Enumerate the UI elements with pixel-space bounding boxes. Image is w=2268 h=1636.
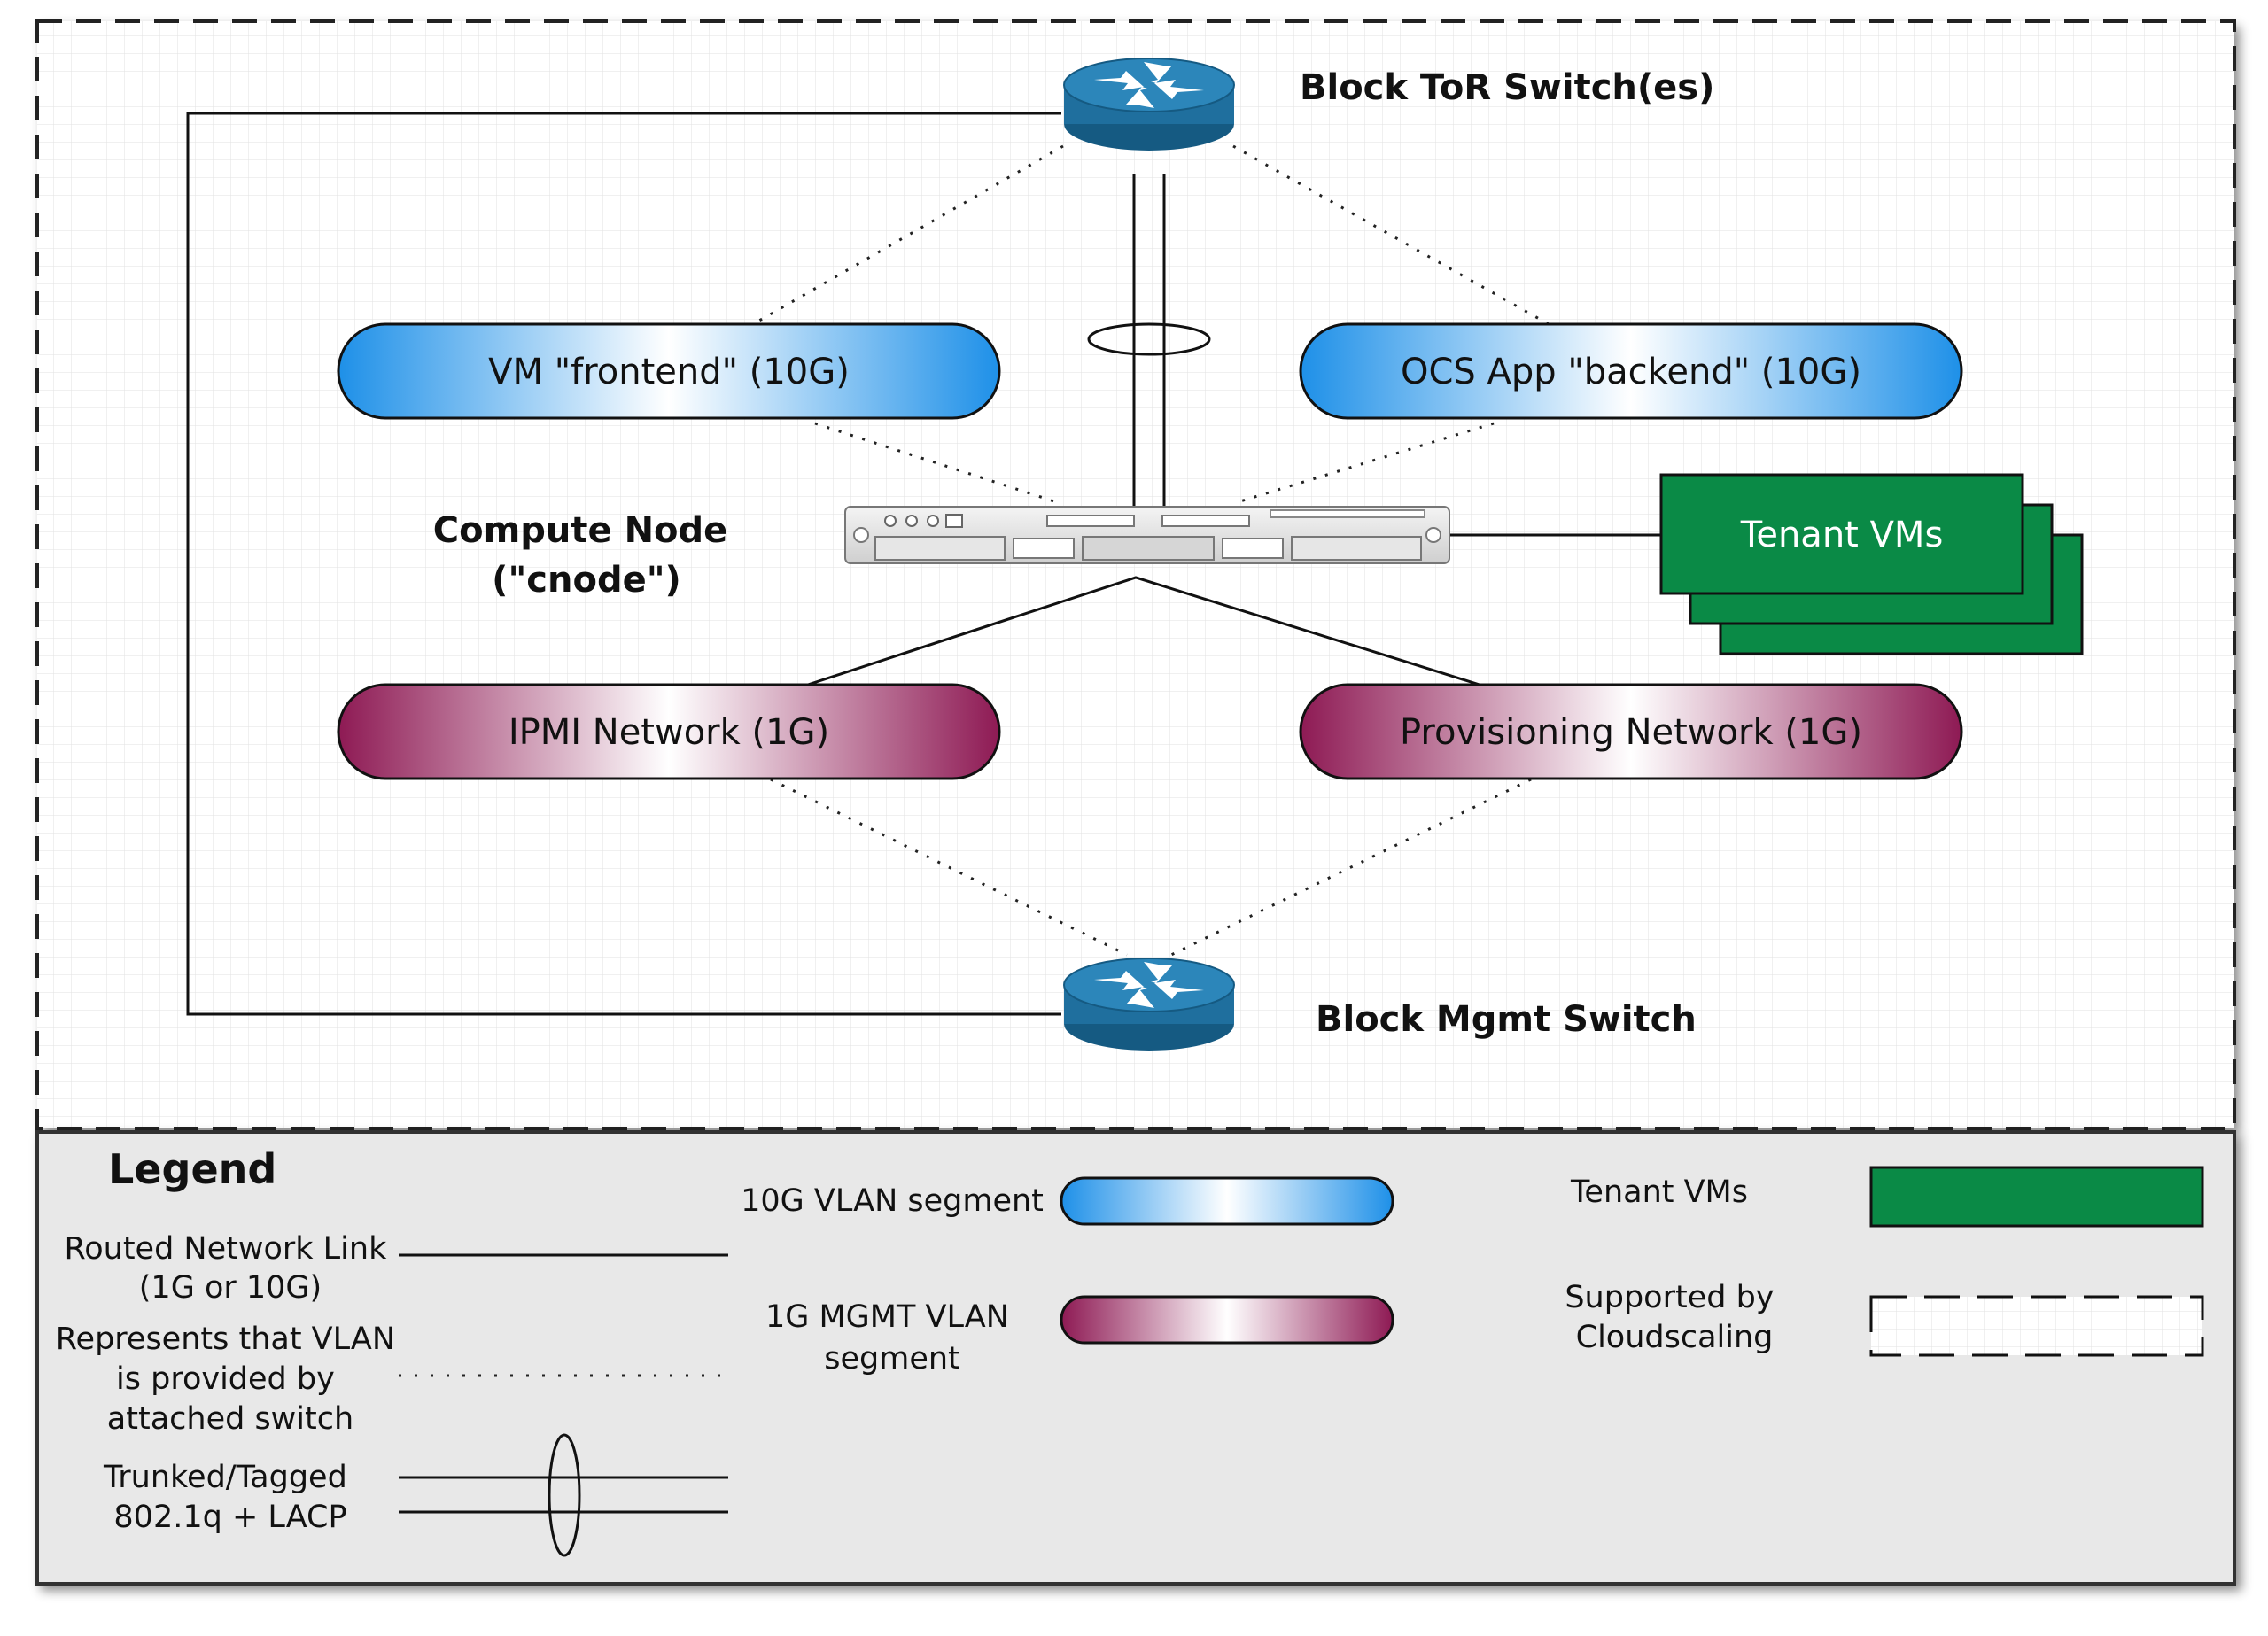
legend-title: Legend — [108, 1145, 276, 1193]
compute-node-label-line2: ("cnode") — [492, 560, 681, 601]
legend-routed-link-label: Routed Network Link (1G or 10G) — [64, 1231, 396, 1306]
provisioning-network-pill: Provisioning Network (1G) — [1299, 683, 1963, 780]
compute-node — [844, 506, 1450, 564]
trunk-link — [1087, 174, 1211, 507]
tor-switch-label: Block ToR Switch(es) — [1300, 67, 1714, 108]
tor-switch — [1063, 58, 1235, 151]
router-icon — [1063, 958, 1235, 1051]
legend-supported: Supported by Cloudscaling — [1565, 1280, 2204, 1357]
legend-trunk-label: Trunked/Tagged 802.1q + LACP — [103, 1460, 357, 1535]
routed-links — [186, 112, 1661, 1016]
legend-1g-mgmt-vlan-label: 1G MGMT VLAN segment — [765, 1299, 1019, 1376]
legend-trunk-line2: 802.1q + LACP — [113, 1500, 346, 1535]
legend-vlan-switch-label: Represents that VLAN is provided by atta… — [56, 1322, 405, 1437]
tenant-vms-stack: Tenant VMs — [1659, 473, 2084, 655]
ipmi-network-pill: IPMI Network (1G) — [337, 683, 1001, 780]
vlan-frontend-label: VM "frontend" (10G) — [488, 352, 850, 392]
legend-tenant-vms-label: Tenant VMs — [1570, 1175, 1748, 1210]
ipmi-network-label: IPMI Network (1G) — [509, 712, 829, 753]
legend-10g-vlan: 10G VLAN segment — [741, 1176, 1394, 1226]
legend-vlan-switch: Represents that VLAN is provided by atta… — [56, 1322, 728, 1437]
legend-trunk: Trunked/Tagged 802.1q + LACP — [103, 1433, 728, 1557]
legend-supported-line2: Cloudscaling — [1576, 1320, 1774, 1355]
vlan-dotted-links — [752, 144, 1550, 957]
server-icon — [844, 506, 1450, 564]
provisioning-network-label: Provisioning Network (1G) — [1400, 712, 1862, 753]
legend-routed-link-line2: (1G or 10G) — [139, 1270, 322, 1306]
mgmt-switch — [1063, 958, 1235, 1051]
legend-supported-label: Supported by Cloudscaling — [1565, 1280, 1783, 1355]
tor-to-mgmt-routed-link — [186, 112, 1061, 1016]
mgmt-switch-label: Block Mgmt Switch — [1316, 999, 1697, 1040]
vlan-backend-pill: OCS App "backend" (10G) — [1299, 322, 1963, 420]
legend-vlan-switch-line2: is provided by — [116, 1361, 335, 1397]
legend-1g-mgmt-line2: segment — [824, 1341, 960, 1376]
legend-supported-line1: Supported by — [1565, 1280, 1774, 1315]
vlan-frontend-pill: VM "frontend" (10G) — [337, 322, 1001, 420]
legend-1g-mgmt-line1: 1G MGMT VLAN — [765, 1299, 1009, 1335]
vlan-backend-label: OCS App "backend" (10G) — [1401, 352, 1861, 392]
router-icon — [1063, 58, 1235, 151]
legend-vlan-switch-line3: attached switch — [107, 1401, 353, 1437]
compute-node-label-line1: Compute Node — [433, 510, 728, 551]
legend-routed-link-line1: Routed Network Link — [64, 1231, 387, 1267]
legend-routed-link: Routed Network Link (1G or 10G) — [64, 1231, 728, 1306]
compute-node-label: Compute Node ("cnode") — [433, 510, 740, 601]
legend-vlan-switch-line1: Represents that VLAN — [56, 1322, 395, 1357]
lacp-bond-ellipse — [1087, 322, 1211, 356]
legend-trunk-line1: Trunked/Tagged — [103, 1460, 347, 1495]
tenant-vms-label: Tenant VMs — [1740, 515, 1944, 555]
legend-10g-vlan-label: 10G VLAN segment — [741, 1183, 1044, 1219]
legend-tenant-vms: Tenant VMs — [1570, 1166, 2204, 1228]
legend-1g-mgmt-vlan: 1G MGMT VLAN segment — [765, 1295, 1394, 1376]
cloudscaling-boundary — [35, 19, 2236, 1130]
cnode-to-ipmi-provisioning-link — [807, 576, 1480, 686]
